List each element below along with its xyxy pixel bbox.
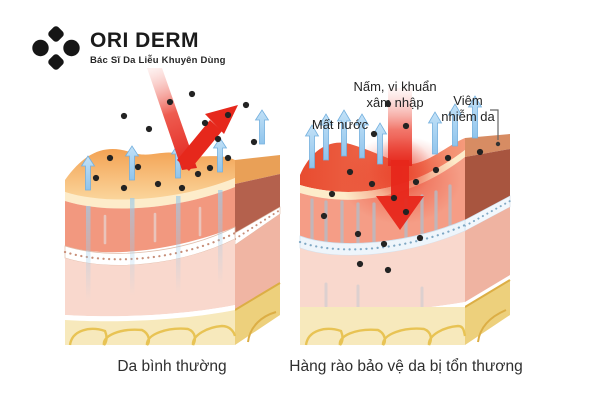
logo-title: ORI DERM (90, 29, 199, 52)
penetration-arrow-icon (376, 160, 424, 230)
microbe-dots (92, 90, 258, 192)
dermis-layer (300, 231, 465, 312)
label-inflammation-line2: nhiễm da (441, 109, 495, 124)
microbe-dots (320, 100, 484, 274)
moisture-arrows (80, 109, 270, 191)
label-inflammation: Viêm nhiễm da (441, 93, 494, 125)
label-invasion-line1: Nấm, vi khuẩn (353, 79, 437, 94)
label-water-loss: Mất nước (311, 117, 369, 132)
skin-side-face (234, 155, 281, 345)
reflected-arrow-icon (177, 105, 238, 171)
logo-text: ORI DERM Bác Sĩ Da Liễu Khuyên Dùng (90, 24, 226, 66)
epidermis-layer (65, 187, 235, 253)
dermis-layer (65, 239, 235, 317)
label-invasion: Nấm, vi khuẩn xâm nhập (353, 79, 436, 111)
caption-damaged-skin: Hàng rào bảo vệ da bị tổn thương (289, 358, 523, 375)
label-inflammation-line1: Viêm (453, 93, 483, 108)
skin-front-face (298, 136, 467, 346)
label-pointer-line (490, 109, 501, 147)
brand-logo: ORI DERM Bác Sĩ Da Liễu Khuyên Dùng (30, 24, 226, 72)
caption-normal-skin: Da bình thường (117, 358, 227, 375)
logo-tagline: Bác Sĩ Da Liễu Khuyên Dùng (90, 55, 226, 66)
skin-side-face (464, 134, 511, 345)
moisture-tails (86, 190, 223, 301)
logo-clover-icon (32, 26, 80, 70)
attack-beam-icon (147, 68, 197, 170)
damaged-skin-illustration (298, 88, 511, 346)
fat-layer (300, 307, 465, 345)
normal-skin-illustration (63, 68, 281, 346)
label-invasion-line2: xâm nhập (366, 95, 424, 110)
lipid-band (65, 178, 235, 209)
